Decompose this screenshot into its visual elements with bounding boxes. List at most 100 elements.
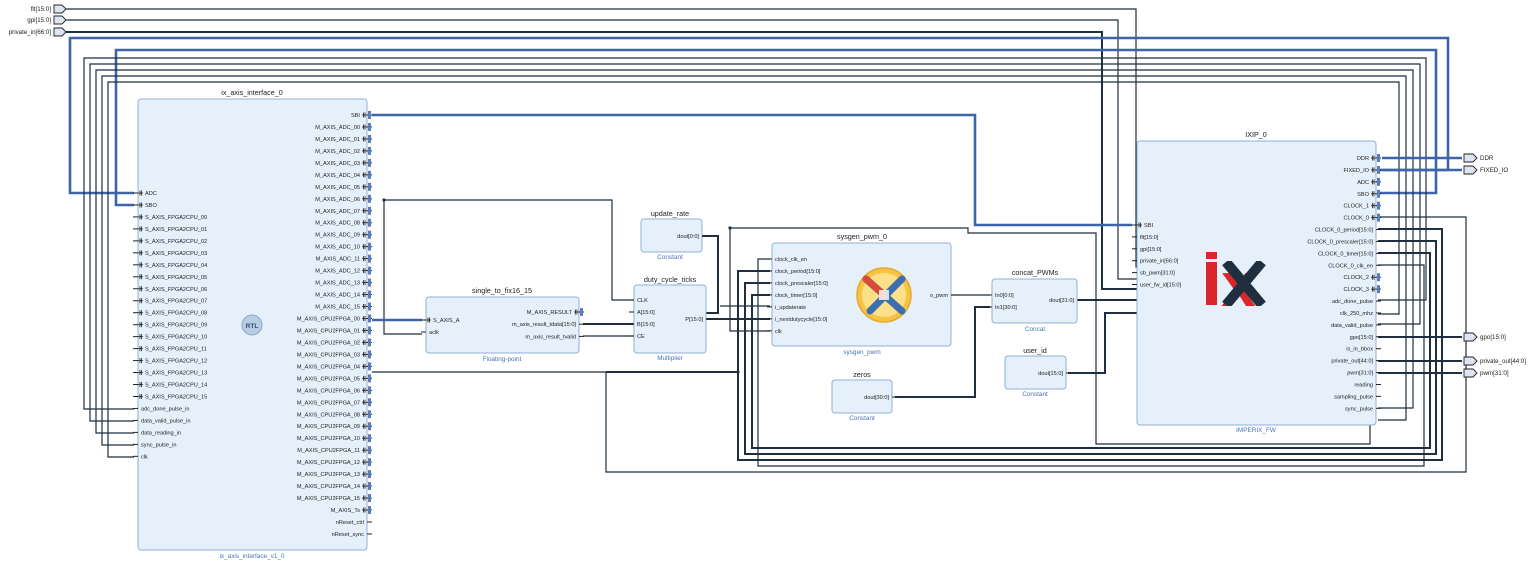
port-sbo[interactable]: SBO (133, 202, 157, 209)
port-m-axis-result-tvalid[interactable]: m_axis_result_tvalid (525, 334, 584, 340)
port-clock-0-prescaler-15-0[interactable]: CLOCK_0_prescaler[15:0] (1307, 239, 1381, 245)
port-s-axis-fpga2cpu-09[interactable]: S_AXIS_FPGA2CPU_09 (133, 322, 207, 329)
port-dout-30-0[interactable]: dout[30:0] (864, 395, 897, 401)
port-is-in-bbox[interactable]: is_in_bbox (1346, 347, 1381, 353)
port-s-axis-fpga2cpu-07[interactable]: S_AXIS_FPGA2CPU_07 (133, 298, 207, 305)
port-clock-0-clk-en[interactable]: CLOCK_0_clk_en (1328, 263, 1381, 269)
port-m-axis-adc-09[interactable]: M_AXIS_ADC_09 (315, 230, 372, 239)
port-s-axis-fpga2cpu-11[interactable]: S_AXIS_FPGA2CPU_11 (133, 346, 207, 353)
port-m-axis-adc-10[interactable]: M_AXIS_ADC_10 (315, 242, 372, 251)
port-s-axis-fpga2cpu-08[interactable]: S_AXIS_FPGA2CPU_08 (133, 310, 207, 317)
port-ddr[interactable]: DDR (1357, 154, 1381, 162)
port-flt-15-0[interactable]: flt[15:0] (1132, 235, 1159, 241)
port-sampling-pulse[interactable]: sampling_pulse (1334, 394, 1381, 400)
port-pwm-31-0[interactable]: pwm[31:0] (1347, 371, 1381, 377)
port-s-axis-a[interactable]: S_AXIS_A (421, 317, 460, 325)
port-sbi[interactable]: SBI (351, 111, 372, 119)
block-zeros[interactable]: zeros Constant dout[30:0] (831, 370, 897, 422)
port-m-axis-cpu2fpga-02[interactable]: M_AXIS_CPU2FPGA_02 (297, 338, 372, 347)
port-clk[interactable]: clk (767, 329, 782, 335)
port-m-axis-result[interactable]: M_AXIS_RESULT (527, 308, 584, 316)
port-data-reading-in[interactable]: data_reading_in (133, 430, 181, 436)
block-single-to-fix[interactable]: single_to_fix16_15 Floating-point S_AXIS… (421, 286, 584, 363)
block-duty-cycle-ticks[interactable]: duty_cycle_ticks Multiplier CLKA[15:0]B[… (629, 275, 711, 362)
port-clock-0-period-15-0[interactable]: CLOCK_0_period[15:0] (1315, 228, 1381, 234)
port-m-axis-cpu2fpga-08[interactable]: M_AXIS_CPU2FPGA_08 (297, 410, 372, 419)
port-m-axis-adc-07[interactable]: M_AXIS_ADC_07 (315, 206, 372, 215)
port-adc-done-pulse-in[interactable]: adc_done_pulse_in (133, 406, 190, 412)
port-sbo[interactable]: SBO (1357, 189, 1381, 198)
port-b-15-0[interactable]: B[15:0] (629, 322, 655, 328)
port-m-axis-cpu2fpga-06[interactable]: M_AXIS_CPU2FPGA_06 (297, 386, 372, 395)
block-user-id[interactable]: user_id Constant dout[15:0] (1004, 346, 1071, 398)
port-s-axis-fpga2cpu-03[interactable]: S_AXIS_FPGA2CPU_03 (133, 250, 207, 257)
port-s-axis-fpga2cpu-04[interactable]: S_AXIS_FPGA2CPU_04 (133, 262, 207, 269)
port-dout-31-0[interactable]: dout[31:0] (1049, 298, 1082, 304)
port-m-axis-adc-02[interactable]: M_AXIS_ADC_02 (315, 146, 372, 155)
port-clk[interactable]: clk (133, 454, 148, 460)
ext-output-port[interactable]: private_out[44:0] (1463, 356, 1526, 366)
port-m-axis-cpu2fpga-10[interactable]: M_AXIS_CPU2FPGA_10 (297, 434, 372, 443)
ext-output-port[interactable]: pwm[31:0] (1463, 368, 1509, 378)
port-gpo-15-0[interactable]: gpo[15:0] (1350, 335, 1381, 341)
port-a-15-0[interactable]: A[15:0] (629, 310, 655, 316)
port-m-axis-adc-00[interactable]: M_AXIS_ADC_00 (315, 122, 372, 131)
port-clock-2[interactable]: CLOCK_2 (1344, 273, 1382, 282)
port-o-pwm[interactable]: o_pwm (930, 293, 956, 299)
port-m-axis-ts[interactable]: M_AXIS_Ts (331, 506, 372, 515)
ext-output-port[interactable]: FIXED_IO (1463, 165, 1508, 175)
port-m-axis-cpu2fpga-13[interactable]: M_AXIS_CPU2FPGA_13 (297, 470, 372, 479)
port-user-fw-id-15-0[interactable]: user_fw_id[15:0] (1132, 283, 1181, 289)
port-m-axis-adc-04[interactable]: M_AXIS_ADC_04 (315, 170, 372, 179)
port-sync-pulse[interactable]: sync_pulse (1345, 406, 1381, 412)
port-nreset-ctrl[interactable]: nReset_ctrl (336, 520, 372, 526)
port-s-axis-fpga2cpu-00[interactable]: S_AXIS_FPGA2CPU_00 (133, 214, 207, 221)
port-nreset-sync[interactable]: nReset_sync (332, 532, 372, 538)
port-private-out-44-0[interactable]: private_out[44:0] (1331, 359, 1381, 365)
block-concat-pwms[interactable]: concat_PWMs Concat In0[0:0]In1[30:0] dou… (987, 268, 1082, 333)
port-i-updaterate[interactable]: i_updaterate (767, 305, 806, 311)
block-body[interactable] (1136, 140, 1377, 426)
port-m-axis-adc-12[interactable]: M_AXIS_ADC_12 (315, 266, 372, 275)
port-m-axis-adc-13[interactable]: M_AXIS_ADC_13 (315, 278, 372, 287)
port-s-axis-fpga2cpu-12[interactable]: S_AXIS_FPGA2CPU_12 (133, 358, 207, 365)
port-m-axis-adc-11[interactable]: M_AXIS_ADC_11 (316, 254, 372, 263)
port-aclk[interactable]: aclk (421, 330, 439, 336)
ext-input-port[interactable]: flt[15:0] (31, 4, 67, 14)
port-m-axis-adc-08[interactable]: M_AXIS_ADC_08 (315, 218, 372, 227)
port-m-axis-cpu2fpga-07[interactable]: M_AXIS_CPU2FPGA_07 (297, 398, 372, 407)
port-dout-0-0[interactable]: dout[0:0] (677, 234, 707, 240)
port-m-axis-cpu2fpga-00[interactable]: M_AXIS_CPU2FPGA_00 (297, 314, 372, 323)
port-private-in-66-0[interactable]: private_in[66:0] (1132, 259, 1179, 265)
port-data-valid-pulse-in[interactable]: data_valid_pulse_in (133, 418, 190, 424)
port-clock-0-timer-15-0[interactable]: CLOCK_0_timer[15:0] (1318, 251, 1381, 257)
block-body[interactable] (425, 296, 580, 354)
port-m-axis-cpu2fpga-09[interactable]: M_AXIS_CPU2FPGA_09 (297, 422, 372, 431)
ext-input-port[interactable]: gpi[15:0] (27, 15, 67, 25)
block-update-rate[interactable]: update_rate Constant dout[0:0] (640, 209, 707, 261)
port-sb-pwm-31-0[interactable]: sb_pwm[31:0] (1132, 271, 1175, 277)
port-m-axis-adc-01[interactable]: M_AXIS_ADC_01 (315, 134, 372, 143)
port-i-nextdutycycle-15-0[interactable]: i_nextdutycycle[15:0] (767, 317, 828, 323)
port-m-axis-result-tdata-15-0[interactable]: m_axis_result_tdata[15:0] (512, 322, 584, 328)
port-m-axis-cpu2fpga-01[interactable]: M_AXIS_CPU2FPGA_01 (297, 326, 372, 335)
port-clock-3[interactable]: CLOCK_3 (1344, 285, 1382, 294)
port-reading[interactable]: reading (1354, 382, 1381, 388)
port-dout-15-0[interactable]: dout[15:0] (1038, 371, 1071, 377)
port-clk-250-mhz[interactable]: clk_250_mhz (1340, 311, 1381, 317)
ext-output-port[interactable]: DDR (1463, 153, 1494, 163)
port-s-axis-fpga2cpu-14[interactable]: S_AXIS_FPGA2CPU_14 (133, 382, 207, 389)
port-sbi[interactable]: SBI (1132, 222, 1153, 230)
port-fixed-io[interactable]: FIXED_IO (1344, 165, 1382, 174)
port-p-15-0[interactable]: P[15:0] (685, 317, 711, 323)
port-s-axis-fpga2cpu-10[interactable]: S_AXIS_FPGA2CPU_10 (133, 334, 207, 341)
port-sync-pulse-in[interactable]: sync_pulse_in (133, 442, 176, 448)
port-s-axis-fpga2cpu-05[interactable]: S_AXIS_FPGA2CPU_05 (133, 274, 207, 281)
port-m-axis-cpu2fpga-03[interactable]: M_AXIS_CPU2FPGA_03 (297, 350, 372, 359)
port-data-valid-pulse[interactable]: data_valid_pulse (1331, 323, 1381, 329)
port-in0-0-0[interactable]: In0[0:0] (987, 293, 1014, 299)
port-adc-done-pulse[interactable]: adc_done_pulse (1332, 299, 1381, 305)
port-clock-period-15-0[interactable]: clock_period[15:0] (767, 269, 821, 275)
port-s-axis-fpga2cpu-01[interactable]: S_AXIS_FPGA2CPU_01 (133, 226, 207, 233)
block-body[interactable] (991, 278, 1078, 324)
